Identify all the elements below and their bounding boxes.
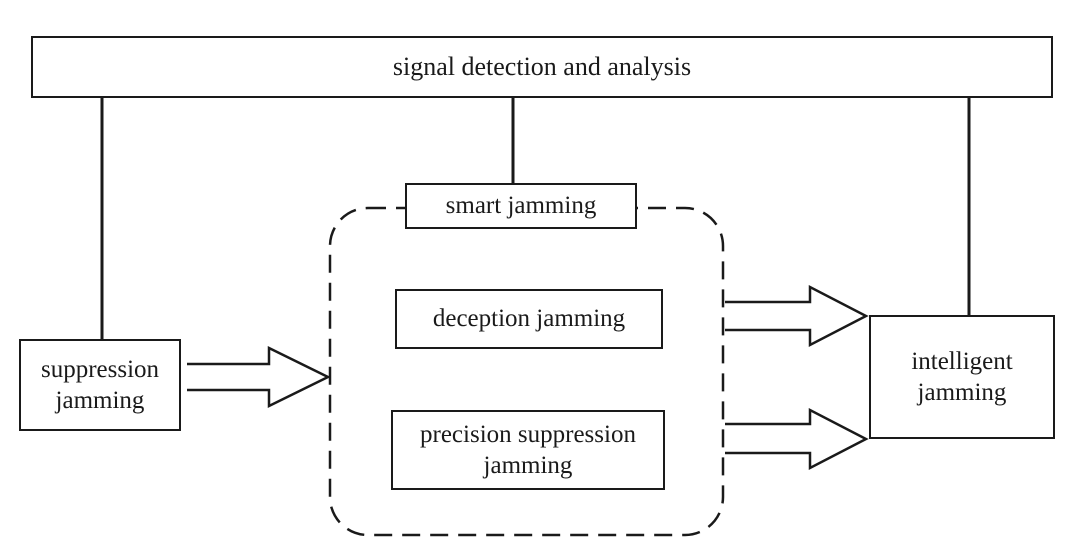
precision-suppression-label: precision suppression jamming xyxy=(420,420,636,479)
arrow-suppression-to-smart xyxy=(187,345,331,409)
precision-suppression-box xyxy=(391,410,665,490)
deception-jamming-box xyxy=(395,289,663,349)
smart-jamming-label: smart jamming xyxy=(445,192,597,220)
arrow-smart-to-intelligent-upper xyxy=(725,284,869,348)
signal-detection-label: signal detection and analysis xyxy=(392,51,692,81)
signal-detection-box xyxy=(31,36,1053,98)
intelligent-jamming-label: intelligent jamming xyxy=(911,347,1013,406)
smart-jamming-box xyxy=(405,183,637,229)
suppression-jamming-box xyxy=(19,339,181,431)
deception-jamming-label: deception jamming xyxy=(432,305,626,333)
smart-jamming-region xyxy=(328,206,725,537)
intelligent-jamming-box xyxy=(869,315,1055,439)
arrow-smart-to-intelligent-lower xyxy=(725,407,869,471)
suppression-jamming-label: suppression jamming xyxy=(40,355,160,414)
